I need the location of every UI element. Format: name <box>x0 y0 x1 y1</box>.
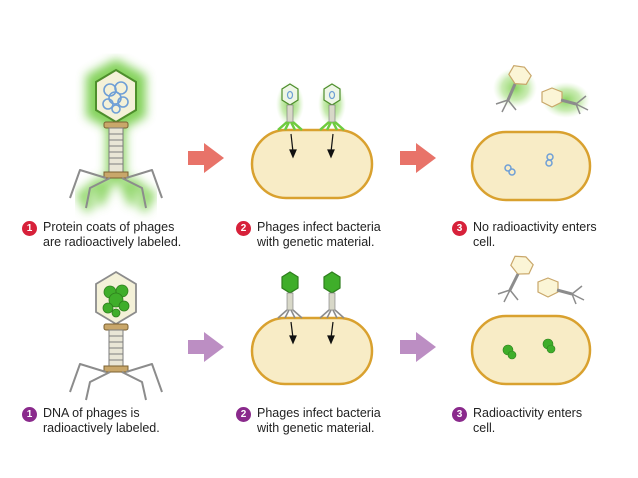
phage-tail-sheath <box>108 329 124 367</box>
bacterial-cell <box>250 316 374 386</box>
empty-phage-ghost-2 <box>541 82 590 118</box>
arrow-row2-step2-to-step3 <box>400 332 436 362</box>
unlabeled-dna-inside <box>504 153 554 176</box>
phage-collar <box>103 323 129 331</box>
bacterium-result-row1 <box>470 65 592 202</box>
caption-row2-step1: 1 DNA of phages is radioactively labeled… <box>22 406 160 436</box>
bacterial-cell <box>470 130 592 202</box>
phage-head <box>95 68 137 124</box>
empty-phage-ghost-1 <box>497 255 534 303</box>
attached-phage-right <box>319 271 345 319</box>
caption-row2-step3: 3 Radioactivity enters cell. <box>452 406 582 436</box>
row-protein-label <box>69 58 592 213</box>
step-description: Protein coats of phages are radioactivel… <box>43 220 182 249</box>
bacterial-cell <box>470 314 592 386</box>
empty-phage-ghost-2 <box>537 277 585 305</box>
bacterium-infected-row1 <box>250 82 374 200</box>
labeled-dna-coil <box>102 284 130 318</box>
row-dna-label <box>69 255 592 401</box>
caption-row1-step1: 1 Protein coats of phages are radioactiv… <box>22 220 181 250</box>
caption-row2-step2: 2 Phages infect bacteria with genetic ma… <box>236 406 381 436</box>
bacterium-result-row2 <box>470 255 592 386</box>
large-phage-protein-labeled <box>69 58 163 213</box>
step-description: No radioactivity enters cell. <box>473 220 597 249</box>
step-description: DNA of phages is radioactively labeled. <box>43 406 160 435</box>
injection-arrows <box>289 133 335 159</box>
large-phage-dna-labeled <box>69 270 163 401</box>
attached-phage-left <box>276 82 304 131</box>
injection-arrows <box>289 321 335 345</box>
bacterium-infected-row2 <box>250 271 374 386</box>
arrow-row1-step2-to-step3 <box>400 143 436 173</box>
dna-coil <box>102 81 129 114</box>
step-number-badge: 1 <box>22 407 37 422</box>
step-number-badge: 2 <box>236 407 251 422</box>
step-number-badge: 3 <box>452 221 467 236</box>
phage-baseplate <box>103 365 129 373</box>
step-number-badge: 2 <box>236 221 251 236</box>
labeled-dna-inside <box>502 338 556 360</box>
step-description: Phages infect bacteria with genetic mate… <box>257 220 381 249</box>
step-number-badge: 1 <box>22 221 37 236</box>
phage-collar <box>103 121 129 129</box>
bacterial-cell <box>250 128 374 200</box>
phage-tail-fibers <box>69 169 163 209</box>
arrow-row1-step1-to-step2 <box>188 143 224 173</box>
phage-tail-sheath <box>108 127 124 173</box>
empty-phage-ghost-1 <box>493 65 537 113</box>
phage-baseplate <box>103 171 129 179</box>
attached-phage-right <box>318 82 346 131</box>
step-number-badge: 3 <box>452 407 467 422</box>
phage-tail-fibers <box>69 363 163 401</box>
step-description: Radioactivity enters cell. <box>473 406 583 435</box>
attached-phage-left <box>277 271 303 319</box>
arrow-row2-step1-to-step2 <box>188 332 224 362</box>
step-description: Phages infect bacteria with genetic mate… <box>257 406 381 435</box>
caption-row1-step3: 3 No radioactivity enters cell. <box>452 220 597 250</box>
caption-row1-step2: 2 Phages infect bacteria with genetic ma… <box>236 220 381 250</box>
